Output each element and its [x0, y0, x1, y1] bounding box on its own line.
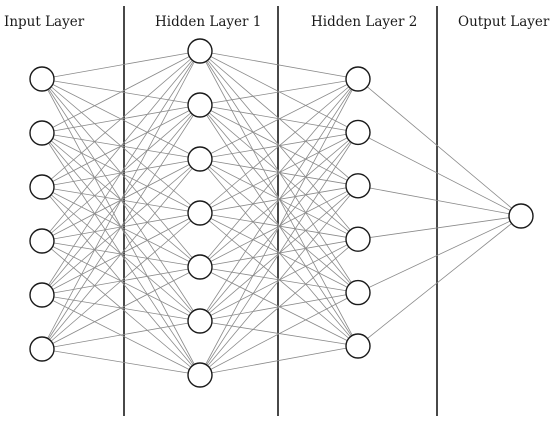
edge-hidden1-7-to-hidden2-5: [199, 292, 359, 376]
edge-hidden1-7-to-hidden2-6: [199, 345, 359, 376]
edge-input-3-to-hidden1-1: [41, 50, 201, 188]
edge-input-6-to-hidden1-5: [41, 266, 201, 350]
edge-hidden1-7-to-hidden2-4: [199, 238, 359, 376]
input-layer-label: Input Layer: [4, 14, 85, 30]
input-node-5: [29, 282, 55, 308]
hidden1-node-2: [187, 92, 213, 118]
input-node-4: [29, 228, 55, 254]
hidden2-node-6: [345, 333, 371, 359]
edge-hidden1-7-to-hidden2-1: [199, 78, 359, 376]
hidden1-node-3: [187, 146, 213, 172]
edge-hidden1-1-to-hidden2-1: [199, 50, 359, 80]
edge-hidden2-3-to-output-1: [357, 185, 522, 217]
edge-hidden1-5-to-hidden2-1: [199, 78, 359, 268]
edge-hidden2-1-to-output-1: [357, 78, 522, 217]
input-node-1: [29, 66, 55, 92]
edge-hidden1-7-to-hidden2-3: [199, 185, 359, 376]
edge-hidden1-6-to-hidden2-1: [199, 78, 359, 322]
edge-hidden1-2-to-hidden2-1: [199, 78, 359, 106]
edge-input-6-to-hidden1-7: [41, 348, 201, 376]
hidden2-node-2: [345, 119, 371, 146]
edge-input-6-to-hidden1-2: [41, 104, 201, 350]
hidden2-node-1: [345, 66, 371, 92]
hidden-layer-1-label: Hidden Layer 1: [155, 14, 262, 30]
hidden1-node-6: [187, 308, 213, 334]
edge-hidden2-2-to-output-1: [357, 132, 522, 217]
edge-hidden1-7-to-hidden2-2: [199, 132, 359, 376]
hidden1-node-4: [187, 200, 213, 226]
edge-input-6-to-hidden1-1: [41, 50, 201, 350]
edge-hidden2-4-to-output-1: [357, 215, 522, 240]
edge-hidden1-4-to-hidden2-1: [199, 78, 359, 214]
hidden1-node-5: [187, 254, 213, 280]
edge-input-1-to-hidden1-1: [41, 50, 201, 80]
layer-dividers: [123, 6, 438, 416]
edge-input-6-to-hidden1-6: [41, 320, 201, 350]
hidden2-node-4: [345, 226, 371, 252]
edge-hidden2-5-to-output-1: [357, 215, 522, 293]
edge-input-2-to-hidden1-1: [41, 50, 201, 134]
edge-input-6-to-hidden1-3: [41, 158, 201, 350]
edge-input-5-to-hidden1-1: [41, 50, 201, 296]
input-node-2: [29, 120, 55, 146]
input-node-3: [29, 174, 55, 200]
edge-input-4-to-hidden1-1: [41, 50, 201, 242]
output-node-1: [508, 203, 534, 229]
output-layer-label: Output Layer: [458, 14, 550, 30]
hidden2-node-3: [345, 173, 371, 199]
input-node-6: [29, 336, 55, 362]
hidden1-node-7: [187, 362, 213, 388]
edge-hidden1-3-to-hidden2-1: [199, 78, 359, 160]
edge-input-6-to-hidden1-4: [41, 212, 201, 350]
hidden2-node-5: [345, 279, 371, 306]
edge-hidden2-6-to-output-1: [357, 215, 522, 347]
connections: [41, 50, 522, 376]
neurons: [29, 38, 534, 388]
hidden-layer-2-label: Hidden Layer 2: [311, 14, 418, 30]
hidden1-node-1: [187, 38, 213, 64]
